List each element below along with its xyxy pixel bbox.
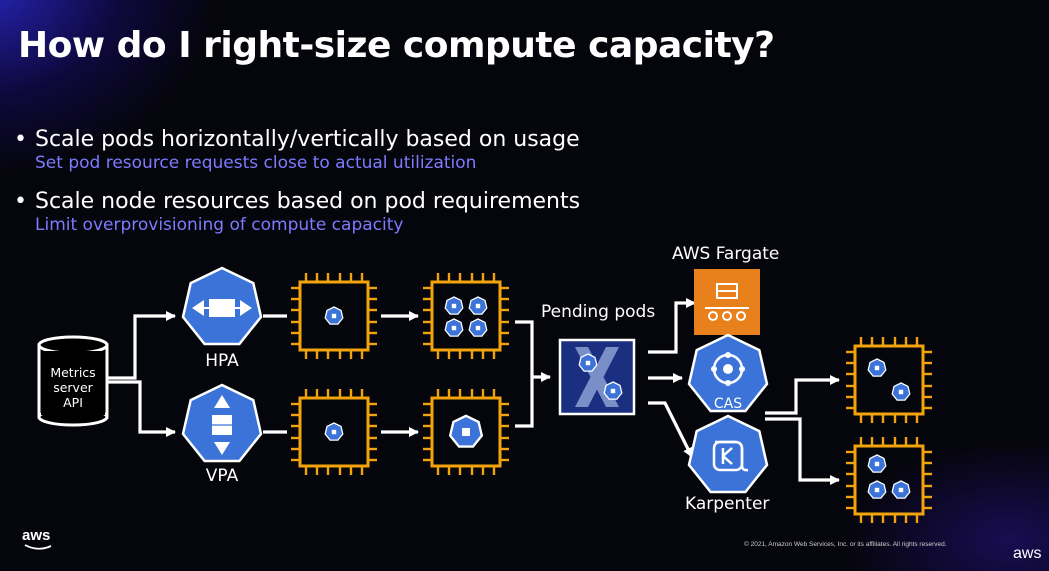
pending-pods-label: Pending pods: [541, 302, 656, 322]
metrics-server-line: API: [63, 395, 83, 410]
pending-pods-scheduler-icon: [558, 338, 636, 416]
bullet-2-text: Scale node resources based on pod requir…: [35, 189, 581, 214]
node-chip-icon: [421, 271, 511, 361]
karpenter-label: Karpenter: [685, 494, 770, 514]
hpa-icon: [181, 266, 263, 346]
bullet-1-text: Scale pods horizontally/vertically based…: [35, 127, 580, 152]
copyright-text: © 2021, Amazon Web Services, Inc. or its…: [744, 541, 947, 548]
node-chip-icon: [844, 335, 934, 425]
connector-arrows: [108, 297, 841, 486]
database-icon: [37, 335, 109, 427]
bullet-dot: •: [14, 189, 27, 214]
metrics-server-line: Metrics: [50, 365, 96, 380]
bullet-dot: •: [14, 127, 27, 152]
cas-icon: [687, 333, 769, 413]
aws-logo-text: aws: [22, 527, 51, 544]
node-chip-icon: [289, 271, 379, 361]
bullet-1-subtext: Set pod resource requests close to actua…: [35, 153, 477, 173]
bullet-2-subtext: Limit overprovisioning of compute capaci…: [35, 215, 404, 235]
aws-smile-icon: [24, 544, 52, 550]
aws-logo: aws: [22, 527, 52, 550]
cas-label: CAS: [713, 396, 743, 412]
karpenter-icon: [687, 414, 769, 494]
slide-title: How do I right-size compute capacity?: [18, 25, 775, 66]
aws-logo-text: aws: [1013, 545, 1042, 562]
vpa-label: VPA: [205, 466, 239, 486]
fargate-label: AWS Fargate: [672, 244, 780, 264]
node-chip-icon: [289, 387, 379, 477]
aws-logo: aws: [1013, 545, 1041, 563]
hpa-label: HPA: [205, 351, 239, 371]
metrics-server-label: Metrics server API: [43, 365, 103, 410]
fargate-icon: [694, 269, 760, 335]
vpa-icon: [181, 383, 263, 463]
metrics-server-line: server: [53, 380, 93, 395]
node-chip-icon: [421, 387, 511, 477]
node-chip-icon: [844, 435, 934, 525]
